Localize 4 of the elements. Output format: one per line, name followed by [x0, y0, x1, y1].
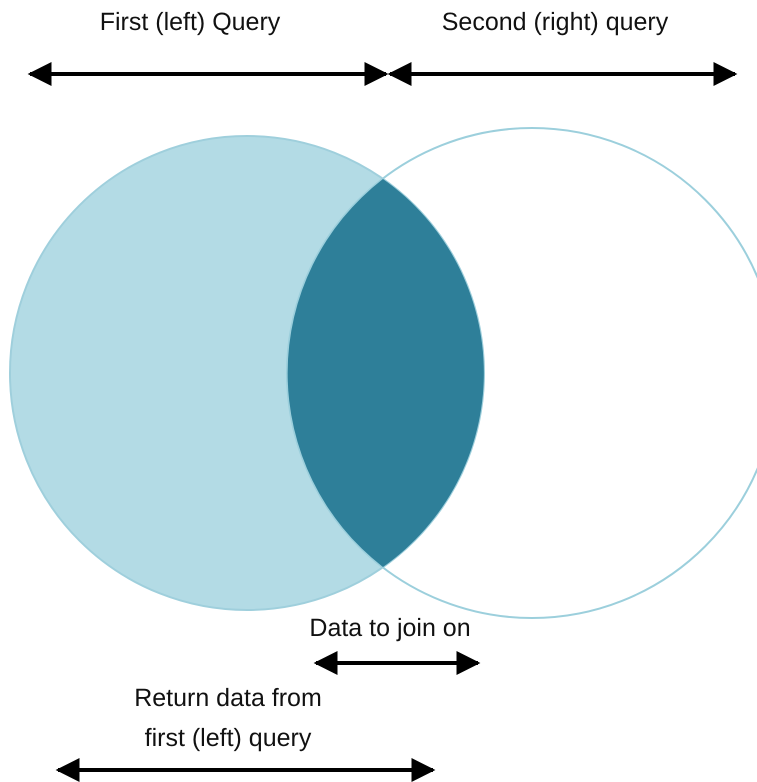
axis-label: First (left) Query — [98, 7, 282, 38]
axis-label: Second (right) query — [440, 7, 670, 38]
axis-label: Return data from first (left) query — [133, 683, 323, 754]
axis-label: Data to join on — [308, 613, 472, 644]
